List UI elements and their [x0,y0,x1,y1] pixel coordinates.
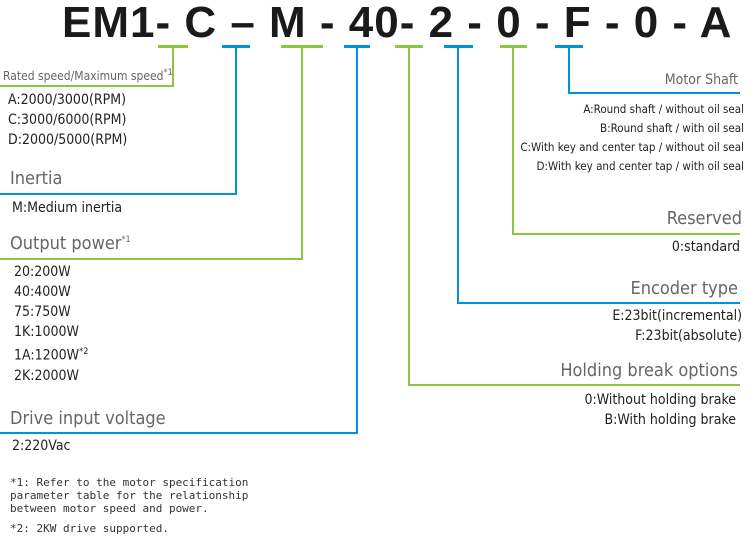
connector [568,47,570,94]
connector [0,193,237,195]
bar-brake [395,45,423,48]
motor-shaft-title: Motor Shaft [664,72,738,88]
connector [301,47,303,260]
bar-voltage [344,45,370,48]
motor-shaft-list: A:Round shaft / without oil seal B:Round… [520,102,744,173]
drive-voltage-item: 2:220Vac [12,438,71,454]
connector [408,384,740,386]
reserved-item: 0:standard [671,239,740,255]
bar-encoder [444,45,473,48]
note-1: *1: Refer to the motor specification par… [10,476,249,515]
bar-speed [158,45,188,48]
output-power-list: 20:200W 40:400W 75:750W 1K:1000W 1A:1200… [14,264,89,384]
rated-speed-title: Rated speed/Maximum speed*1 [3,68,173,83]
drive-voltage-title: Drive input voltage [10,408,166,429]
bar-reserved [500,45,527,48]
encoder-list: E:23bit(incremental) F:23bit(absolute) [612,308,742,344]
bar-power [281,45,323,48]
connector [356,47,358,434]
bar-shaft [555,45,583,48]
bar-inertia [222,45,250,48]
connector [172,47,174,87]
connector [235,47,237,195]
encoder-title: Encoder type [630,278,738,299]
note-2: *2: 2KW drive supported. [10,522,169,535]
reserved-title: Reserved [666,208,742,229]
connector [512,233,740,235]
connector [0,258,303,260]
connector [512,47,514,235]
model-code: EM1- C – M - 40- 2 - 0 - F - 0 - A [62,0,733,47]
brake-title: Holding break options [560,360,738,381]
brake-list: 0:Without holding brake B:With holding b… [584,392,736,428]
inertia-item: M:Medium inertia [12,200,123,216]
connector [457,302,740,304]
connector [0,85,174,87]
connector [408,47,410,386]
connector [0,432,358,434]
connector [568,92,740,94]
connector [457,47,459,304]
inertia-title: Inertia [10,168,63,189]
output-power-title: Output power*1 [10,233,131,254]
rated-speed-list: A:2000/3000(RPM) C:3000/6000(RPM) D:2000… [8,92,128,148]
